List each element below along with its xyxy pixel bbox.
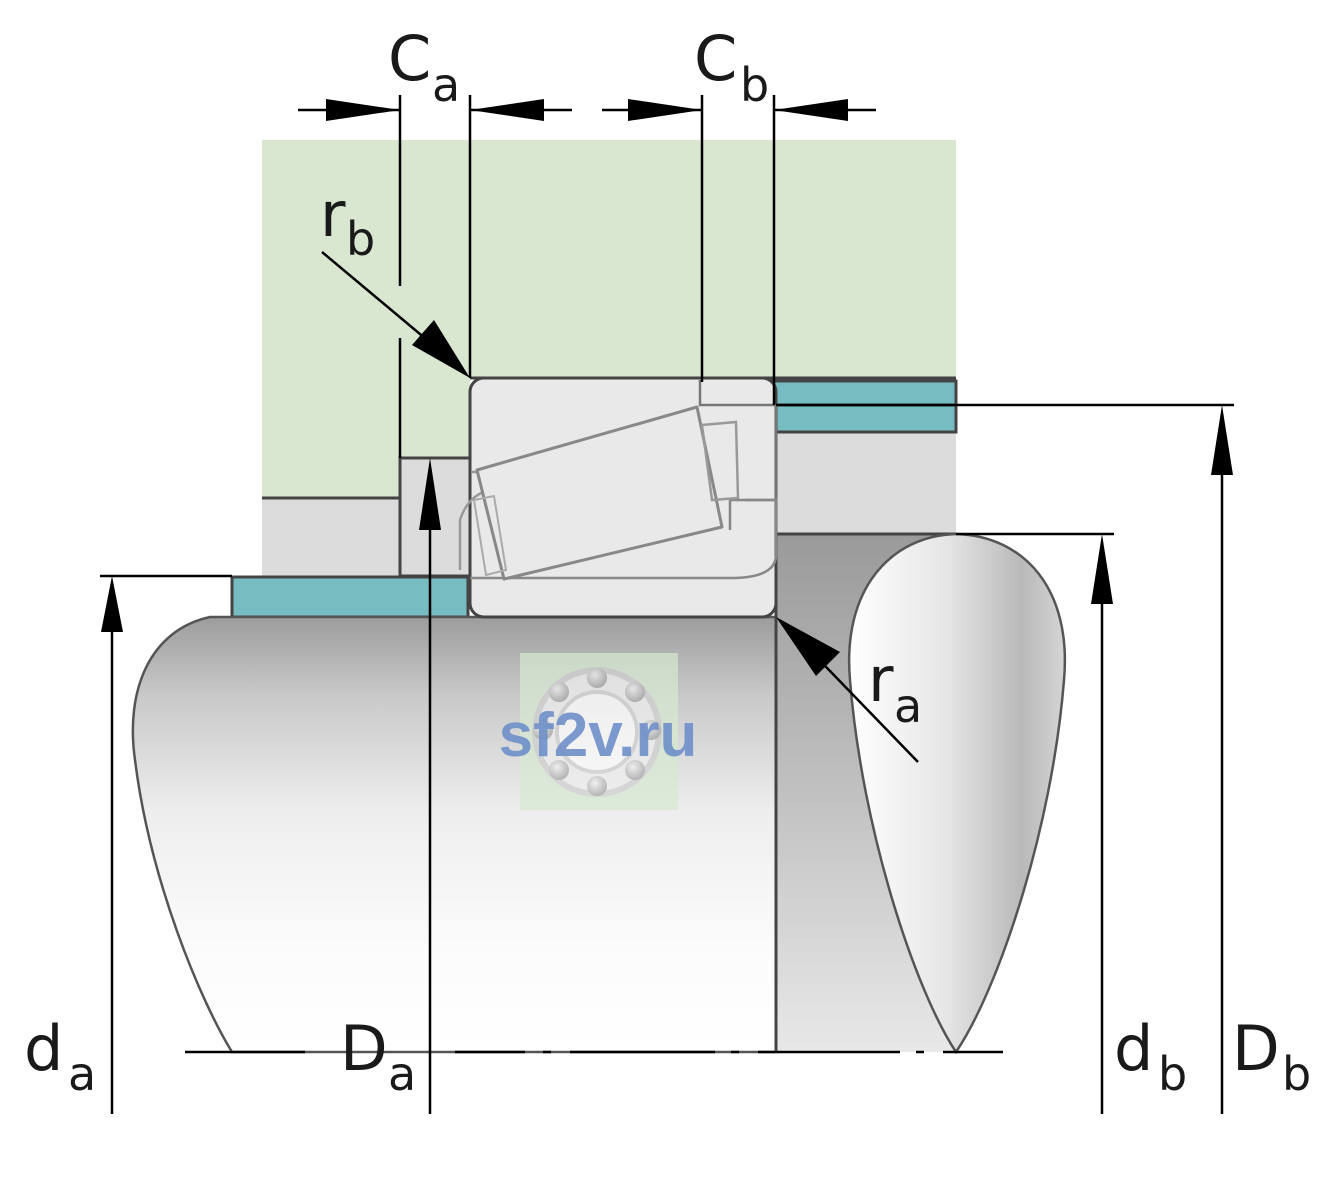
svg-text:b: b (346, 212, 375, 266)
shaft-body (131, 615, 778, 1054)
svg-text:a: a (68, 1047, 96, 1101)
svg-text:D: D (340, 1012, 388, 1085)
watermark-text: sf2v.ru (499, 701, 698, 770)
label-da: d a (24, 1012, 96, 1101)
svg-text:d: d (24, 1012, 63, 1085)
label-ca: C a (388, 22, 460, 112)
label-ra: r a (868, 643, 922, 733)
svg-text:b: b (1158, 1047, 1187, 1101)
radius-ra-leader (776, 617, 919, 763)
radius-rb-leader (321, 251, 470, 378)
right-housing-ring (776, 430, 956, 534)
svg-text:a: a (894, 679, 922, 733)
dimension-Da (419, 458, 441, 1114)
svg-text:C: C (388, 22, 431, 95)
dimension-Db (776, 403, 1234, 1114)
dimension-da (100, 574, 232, 1114)
label-cb: C b (694, 22, 769, 112)
dimension-ca (298, 95, 572, 458)
svg-text:C: C (694, 22, 737, 95)
svg-text:a: a (432, 58, 460, 112)
svg-text:r: r (320, 178, 346, 251)
svg-text:b: b (1282, 1047, 1311, 1101)
label-Da: D a (340, 1012, 416, 1101)
label-db: d b (1114, 1012, 1187, 1101)
housing-section (262, 140, 956, 498)
tapered-roller (472, 405, 740, 581)
svg-text:r: r (868, 643, 894, 716)
dimension-db (956, 532, 1114, 1114)
svg-text:a: a (388, 1047, 416, 1101)
left-abutment-ring (262, 498, 400, 576)
svg-text:b: b (740, 58, 769, 112)
dimension-cb (602, 95, 876, 405)
label-Db: D b (1232, 1012, 1311, 1101)
housing-spacer-teal-lower (774, 403, 958, 434)
svg-text:d: d (1114, 1012, 1153, 1085)
shaft-spacer-teal (230, 575, 470, 619)
svg-text:D: D (1232, 1012, 1280, 1085)
label-rb: r b (320, 178, 375, 266)
watermark-logo (520, 653, 678, 810)
